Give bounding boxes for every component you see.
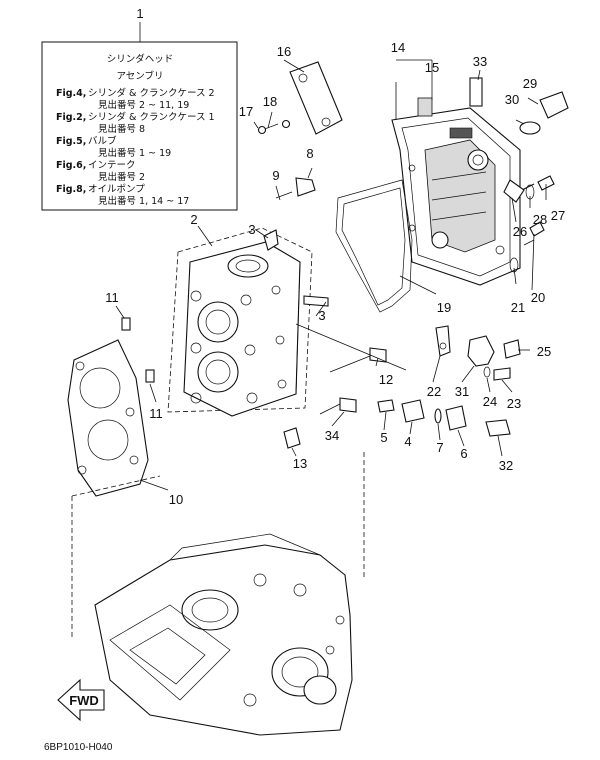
legend-title-line2: アセンブリ <box>116 70 163 82</box>
head-bolts <box>263 177 387 449</box>
callout-15: 15 <box>425 60 439 75</box>
plate-assembly <box>257 61 343 135</box>
callout-numbers: 1 2 3 3 4 5 6 7 8 9 10 11 11 12 13 14 15… <box>105 6 565 507</box>
head-cover-gasket <box>335 179 413 313</box>
callout-8: 8 <box>306 146 313 161</box>
callout-22: 22 <box>427 384 441 399</box>
legend-box: シリンダヘッド アセンブリ Fig.4, シリンダ & クランクケース 2 見出… <box>41 22 238 211</box>
callout-14: 14 <box>391 40 405 55</box>
callout-6: 6 <box>460 446 467 461</box>
callout-17: 17 <box>239 104 253 119</box>
callout-9: 9 <box>272 168 279 183</box>
cylinder-head-cover <box>391 107 521 286</box>
callout-32: 32 <box>499 458 513 473</box>
legend-title-line1: シリンダヘッド <box>107 53 174 65</box>
legend-ref-1-detail: 見出番号 2 ~ 11, 19 <box>98 99 189 111</box>
legend-ref-3-detail: 見出番号 1 ~ 19 <box>98 147 171 159</box>
fwd-label: FWD <box>69 693 99 708</box>
legend-ref-5-detail: 見出番号 1, 14 ~ 17 <box>98 195 189 207</box>
callout-28: 28 <box>533 212 547 227</box>
legend-ref-5: Fig.8, オイルポンプ <box>56 184 145 195</box>
callout-23: 23 <box>507 396 521 411</box>
callout-27: 27 <box>551 208 565 223</box>
callout-1: 1 <box>136 6 143 21</box>
callout-34: 34 <box>325 428 339 443</box>
callout-33: 33 <box>473 54 487 69</box>
callout-3-upper: 3 <box>248 222 255 237</box>
legend-ref-2-detail: 見出番号 8 <box>98 123 145 135</box>
bracket-parts <box>435 325 521 381</box>
callout-21: 21 <box>511 300 525 315</box>
legend-ref-2: Fig.2, シリンダ & クランクケース 1 <box>56 111 215 123</box>
dowel-pin <box>417 97 433 117</box>
callout-16: 16 <box>277 44 291 59</box>
head-gasket <box>67 339 149 497</box>
callout-7: 7 <box>436 440 443 455</box>
callout-11-lower: 11 <box>149 406 163 421</box>
filler-cap <box>519 91 569 135</box>
callout-31: 31 <box>455 384 469 399</box>
callout-30: 30 <box>505 92 519 107</box>
callout-18: 18 <box>263 94 277 109</box>
legend-ref-3: Fig.5, バルブ <box>56 135 117 147</box>
leader-lines <box>115 59 547 491</box>
legend-ref-1: Fig.4, シリンダ & クランクケース 2 <box>56 87 215 99</box>
callout-5: 5 <box>380 430 387 445</box>
thermostat-parts <box>377 399 511 437</box>
callout-25: 25 <box>537 344 551 359</box>
callout-10: 10 <box>169 492 183 507</box>
dowel-pin-upper <box>121 317 131 331</box>
callout-12: 12 <box>379 372 393 387</box>
callout-13: 13 <box>293 456 307 471</box>
callout-3-lower: 3 <box>318 308 325 323</box>
callout-11-upper: 11 <box>105 290 119 305</box>
callout-2: 2 <box>190 212 197 227</box>
callout-24: 24 <box>483 394 497 409</box>
forward-arrow: FWD <box>57 678 105 722</box>
cover-bolts <box>503 175 555 273</box>
callout-19: 19 <box>437 300 451 315</box>
cylinder-head <box>167 227 313 417</box>
label-sticker <box>469 77 483 107</box>
diagram-code: 6BP1010-H040 <box>44 742 113 753</box>
callout-26: 26 <box>513 224 527 239</box>
callout-20: 20 <box>531 290 545 305</box>
callout-4: 4 <box>404 434 411 449</box>
dowel-pin-lower <box>145 369 155 383</box>
legend-ref-4: Fig.6, インテーク <box>56 160 136 171</box>
crankcase-assembly <box>71 452 365 736</box>
callout-29: 29 <box>523 76 537 91</box>
legend-ref-4-detail: 見出番号 2 <box>98 171 145 183</box>
